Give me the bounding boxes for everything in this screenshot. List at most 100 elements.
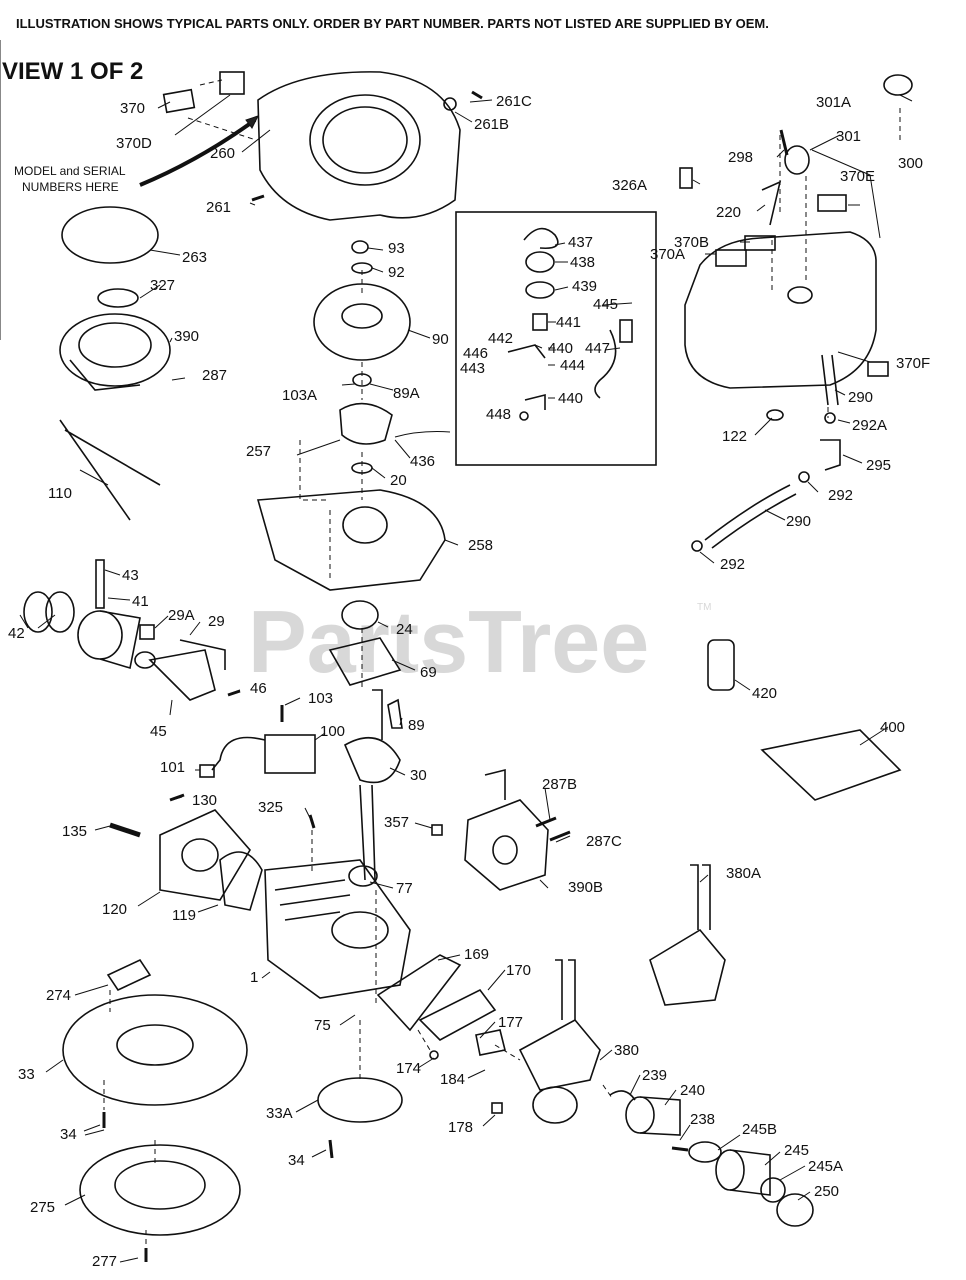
part-357: [431, 824, 443, 836]
callout-75: 75: [314, 1017, 331, 1034]
callout-380: 380: [614, 1042, 639, 1059]
callout-20: 20: [390, 472, 407, 489]
callout-440a: 440: [548, 340, 573, 357]
base-plate-33-part: [62, 994, 248, 1106]
callout-177: 177: [498, 1014, 523, 1031]
callout-444: 444: [560, 357, 585, 374]
callout-326A: 326A: [612, 177, 647, 194]
seal-77-part: [348, 865, 378, 887]
intake-170-part: [418, 988, 497, 1041]
callout-370D: 370D: [116, 135, 152, 152]
piston-41-part: [77, 610, 141, 670]
callout-103: 103: [308, 690, 333, 707]
callout-370E: 370E: [840, 168, 875, 185]
callout-42: 42: [8, 625, 25, 642]
callout-238: 238: [690, 1111, 715, 1128]
callout-169: 169: [464, 946, 489, 963]
rod-cap-29-part: [179, 639, 226, 670]
callout-170: 170: [506, 962, 531, 979]
oil-bottle-420-part: [707, 639, 735, 691]
bearing-24-part: [341, 600, 379, 630]
callout-122: 122: [722, 428, 747, 445]
callout-174: 174: [396, 1060, 421, 1077]
decal-370B-part: [744, 235, 776, 251]
callout-290b: 290: [786, 513, 811, 530]
decal-370D-part: [219, 71, 245, 95]
callout-300: 300: [898, 155, 923, 172]
fuel-line-290-part: [704, 484, 797, 549]
gasket-169-part: [376, 954, 462, 1032]
view-label: VIEW 1 OF 2: [2, 58, 143, 85]
part-448: [519, 411, 529, 421]
coil-wire-447-part: [594, 329, 617, 399]
vent-326A-part: [679, 167, 693, 189]
recoil-starter-390-part: [59, 313, 171, 391]
callout-257: 257: [246, 443, 271, 460]
nut-93-part: [351, 240, 369, 254]
bracket-440-part: [524, 393, 546, 410]
decal-370A-part: [715, 249, 747, 267]
callout-420: 420: [752, 685, 777, 702]
disc-327-part: [97, 288, 139, 308]
carburetor-380A-part: [649, 864, 726, 1006]
leader-lines: [19, 94, 913, 1263]
callout-110: 110: [48, 485, 72, 502]
callout-292b: 292: [720, 556, 745, 573]
callout-29A: 29A: [168, 607, 195, 624]
gasket-177-part: [475, 1029, 506, 1056]
callout-437: 437: [568, 234, 593, 251]
screw-298-part: [779, 129, 789, 156]
callout-24: 24: [396, 621, 413, 638]
mounting-plate-258-part: [256, 489, 446, 591]
callout-33: 33: [18, 1066, 35, 1083]
muffler-390B-part: [464, 799, 549, 891]
callout-370B: 370B: [674, 234, 709, 251]
callout-370: 370: [120, 100, 145, 117]
callout-443: 443: [460, 360, 485, 377]
head-gasket-119-part: [219, 851, 263, 911]
callout-119: 119: [172, 907, 196, 924]
spring-437-part: [523, 227, 559, 250]
part-445: [619, 319, 633, 343]
callout-245: 245: [784, 1142, 809, 1159]
callout-245B: 245B: [742, 1121, 777, 1138]
cap-301A-part: [883, 74, 913, 96]
callout-263: 263: [182, 249, 207, 266]
callout-69: 69: [420, 664, 437, 681]
callout-442: 442: [488, 330, 513, 347]
callout-287: 287: [202, 367, 227, 384]
ignition-436-part: [339, 402, 393, 445]
callout-245A: 245A: [808, 1158, 843, 1175]
callout-357: 357: [384, 814, 409, 831]
part-438: [525, 251, 555, 273]
callout-445: 445: [593, 296, 618, 313]
callout-390: 390: [174, 328, 199, 345]
model-note-arrow: [139, 118, 257, 187]
screw-178-part: [491, 1102, 503, 1114]
callout-100: 100: [320, 723, 345, 740]
callout-301A: 301A: [816, 94, 851, 111]
part-441: [532, 313, 548, 331]
callout-440b: 440: [558, 390, 583, 407]
callout-275: 275: [30, 1199, 55, 1216]
manual-400-part: [760, 729, 902, 801]
part-439: [525, 281, 555, 299]
callout-295: 295: [866, 457, 891, 474]
callout-261B: 261B: [474, 116, 509, 133]
callout-380A: 380A: [726, 865, 761, 882]
model-note-arrowhead: [245, 115, 259, 129]
callout-89: 89: [408, 717, 425, 734]
screen-245B-part: [688, 1141, 722, 1163]
wire-110-part: [59, 419, 161, 521]
watermark-text: PartsTree: [248, 592, 649, 691]
decal-370F-part: [867, 361, 889, 377]
ring-42b-part: [45, 591, 75, 633]
callout-436: 436: [410, 453, 435, 470]
clamp-239-part: [609, 1090, 636, 1101]
callout-390B: 390B: [568, 879, 603, 896]
callout-447: 447: [585, 340, 610, 357]
decal-370E-part: [817, 194, 847, 212]
callout-90: 90: [432, 331, 449, 348]
callout-89A: 89A: [393, 385, 420, 402]
callout-92: 92: [388, 264, 405, 281]
